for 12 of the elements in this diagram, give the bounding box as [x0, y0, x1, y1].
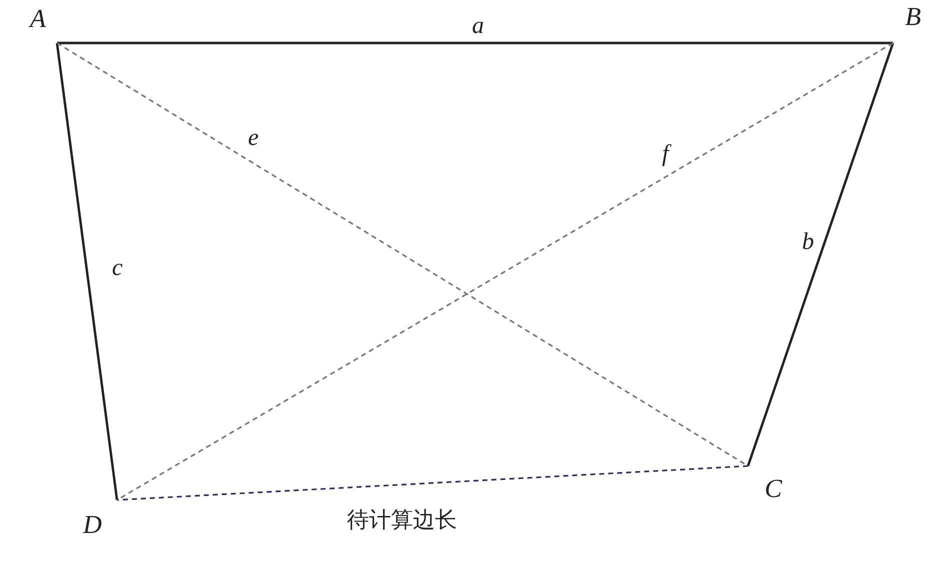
- line-segment: [56, 42, 118, 500]
- vertex-label: B: [905, 4, 921, 30]
- edge-label: 待计算边长: [345, 510, 459, 532]
- edge-label: f: [660, 142, 671, 166]
- dashed-line: [56, 42, 748, 467]
- line-segment: [57, 42, 893, 44]
- vertex-label: A: [30, 6, 46, 32]
- line-segment: [746, 42, 894, 466]
- dashed-line: [116, 465, 748, 501]
- vertex-label: C: [764, 476, 782, 502]
- vertex-label: D: [83, 512, 102, 538]
- dashed-line: [116, 42, 894, 501]
